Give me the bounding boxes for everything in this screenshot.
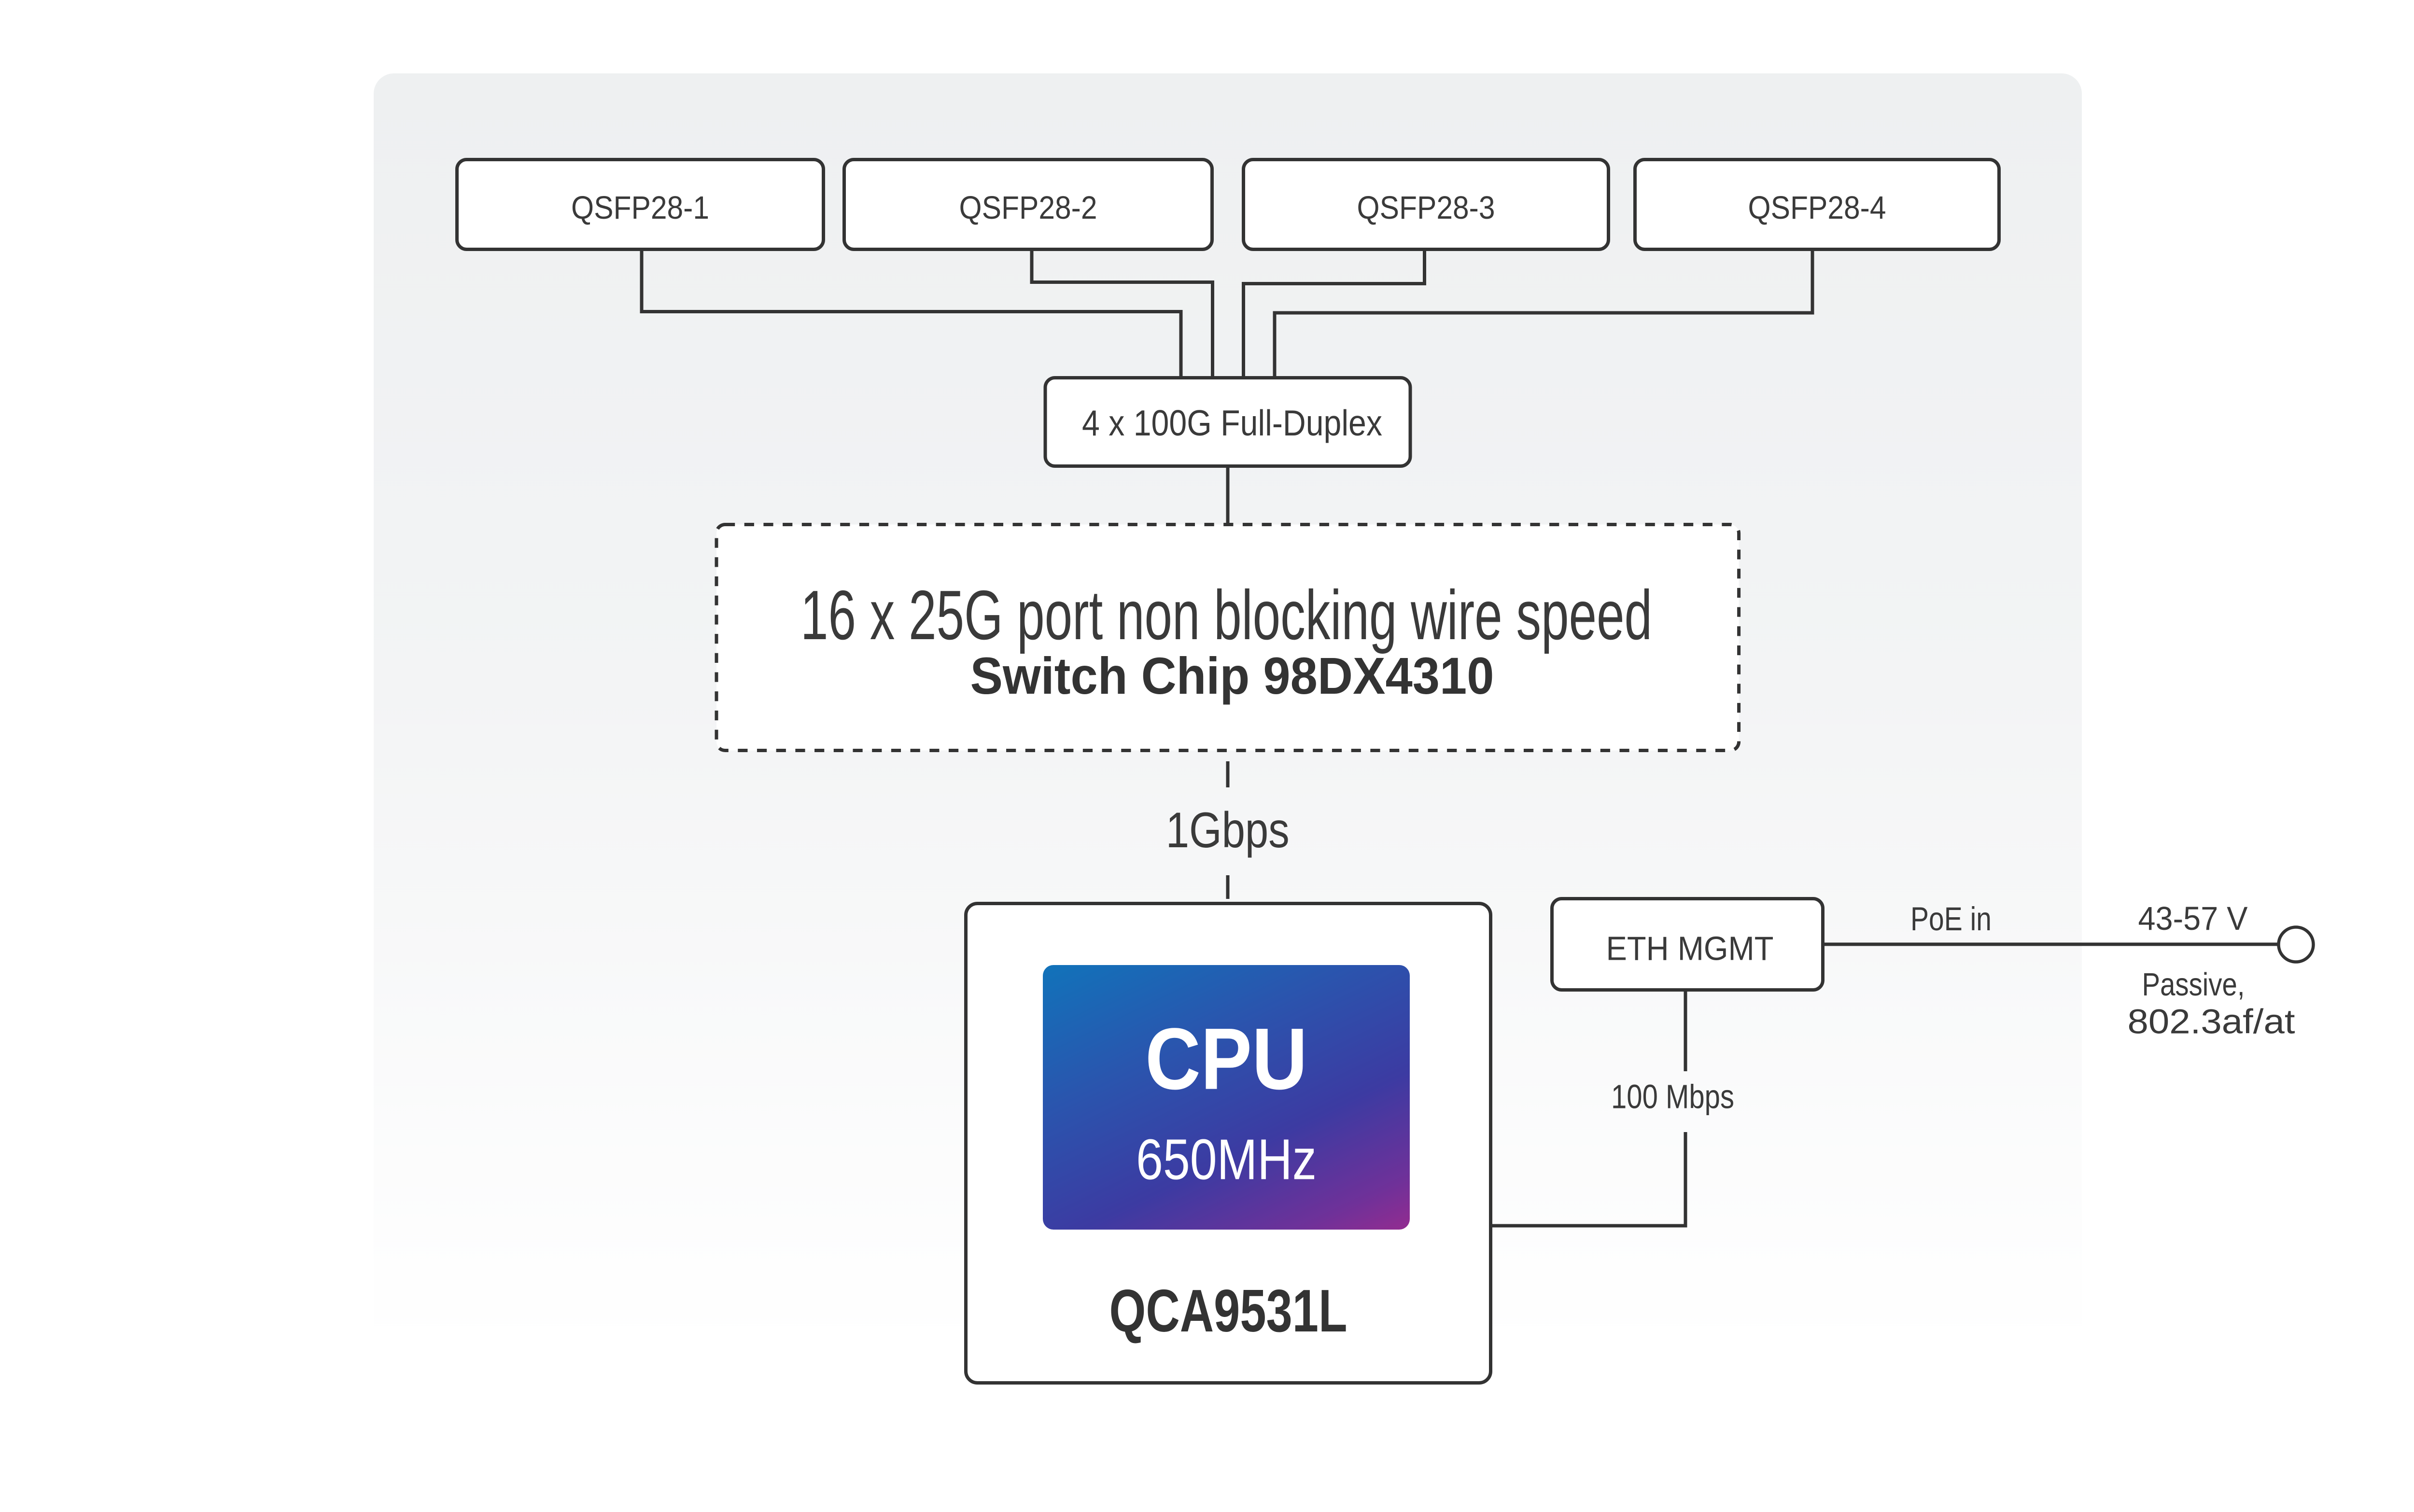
svg-text:CPU: CPU: [1145, 1010, 1307, 1108]
svg-text:802.3af/at: 802.3af/at: [2128, 1003, 2295, 1041]
svg-text:100 Mbps: 100 Mbps: [1611, 1078, 1734, 1116]
svg-text:Switch Chip 98DX4310: Switch Chip 98DX4310: [970, 646, 1494, 705]
svg-text:ETH MGMT: ETH MGMT: [1606, 930, 1774, 967]
svg-text:PoE in: PoE in: [1910, 900, 1992, 938]
svg-text:1Gbps: 1Gbps: [1166, 802, 1290, 858]
svg-text:QCA9531L: QCA9531L: [1109, 1278, 1347, 1344]
svg-text:QSFP28-3: QSFP28-3: [1357, 190, 1495, 226]
svg-text:QSFP28-4: QSFP28-4: [1748, 190, 1886, 226]
svg-text:4 x 100G Full-Duplex: 4 x 100G Full-Duplex: [1082, 403, 1382, 443]
svg-text:Passive,: Passive,: [2142, 966, 2245, 1003]
svg-text:650MHz: 650MHz: [1136, 1128, 1317, 1192]
svg-text:QSFP28-2: QSFP28-2: [959, 190, 1097, 226]
svg-text:QSFP28-1: QSFP28-1: [571, 190, 709, 226]
svg-text:43-57 V: 43-57 V: [2138, 900, 2248, 937]
svg-text:16 x 25G port non blocking wir: 16 x 25G port non blocking wire speed: [800, 576, 1652, 654]
